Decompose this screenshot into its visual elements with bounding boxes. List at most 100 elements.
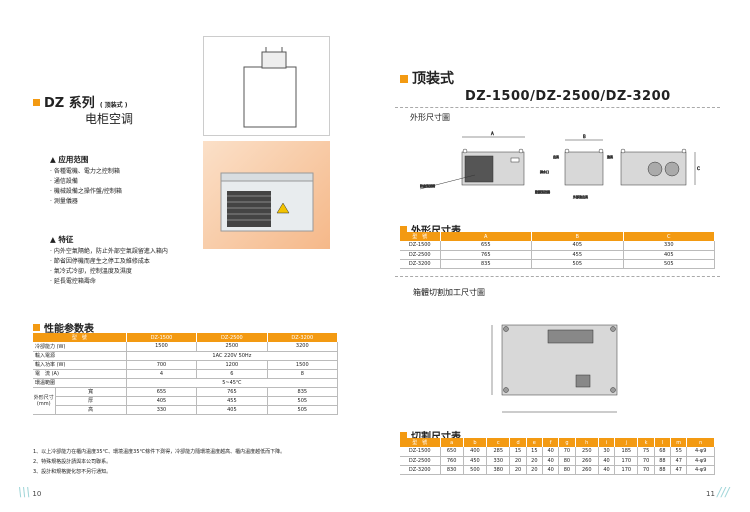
table-cell: DZ-3200 [400,465,441,475]
table-cell: 760 [440,456,464,466]
table-cell: 450 [463,456,488,466]
table-cell: 4-φ9 [686,447,715,457]
column-header: d [509,438,527,447]
table-cell: 70 [558,447,576,457]
svg-text:進風: 進風 [607,154,613,159]
column-header: i [598,438,616,447]
table-cell: 20 [509,456,527,466]
column-header: c [486,438,511,447]
note: 2、特殊規格設計請與本公司聯系。 [33,459,112,465]
list-item: · 機械設備之操作盤/控制箱 [50,188,122,195]
table-cell: 20 [509,465,527,475]
product-photo [203,141,330,249]
svg-text:出風: 出風 [553,154,559,159]
column-header: h [575,438,599,447]
note: 1、以上冷卻能力在櫃内溫度35℃、環境溫度35℃條件下測得，冷卻能力隨環境溫度越… [33,449,286,455]
label-A: A [491,131,494,136]
svg-text:排水口: 排水口 [540,169,549,174]
table-cell: 15 [509,447,527,457]
series-subtitle: ( 顶装式 ) [99,102,128,109]
page-deco-icon: \\\ [18,485,31,499]
table-cell: 400 [463,447,488,457]
table-cell: 650 [440,447,464,457]
table-cell: 40 [542,447,560,457]
table-cell: DZ-1500 [400,447,441,457]
svg-text:防塵過濾網: 防塵過濾網 [420,183,435,188]
list-item: · 各種電機、電力之控制箱 [50,168,120,175]
table-cell: 70 [637,456,655,466]
column-header: 型 號 [400,438,441,447]
table-cell: 88 [654,456,672,466]
list-item: · 延長電控箱壽命 [50,278,96,285]
table-cell: 15 [526,447,543,457]
table-cell: 170 [614,465,639,475]
column-header: m [670,438,688,447]
page-number-right: 11 /// [706,485,730,499]
page-number-left: \\\ 10 [18,485,42,499]
column-header: e [526,438,543,447]
table-cell: 88 [654,465,672,475]
list-item: · 内外空氣隔絶，防止外部空氣誤留進入箱内 [50,248,168,255]
column-header: n [686,438,715,447]
table-cell: 68 [654,447,672,457]
table-cell: 20 [526,456,543,466]
cut-table-header: 切割尺寸表 [400,425,461,444]
table-cell: 185 [614,447,639,457]
model-list: DZ-1500/DZ-2500/DZ-3200 [465,89,671,104]
cut-caption: 箱體切割加工尺寸圖 [413,288,485,297]
table-cell: 380 [486,465,511,475]
table-cell: 80 [558,456,576,466]
table-cell: 285 [486,447,511,457]
svg-text:C: C [697,166,700,171]
table-cell: 830 [440,465,464,475]
svg-text:外部進出風: 外部進出風 [573,194,588,199]
table-cell: 4-φ9 [686,465,715,475]
perf-table-header: 性能参数表 [33,317,94,336]
table-cell: 47 [670,465,688,475]
list-item: · 測量儀器 [50,198,78,205]
table-cell: 330 [486,456,511,466]
table-cell: DZ-2500 [400,456,441,466]
column-header: k [637,438,655,447]
table-cell: 20 [526,465,543,475]
page-deco-icon: /// [717,485,730,499]
table-cell: 80 [558,465,576,475]
column-header: a [440,438,464,447]
column-header: f [542,438,560,447]
list-item: · 節省因停機而産生之停工及維修成本 [50,258,150,265]
svg-text:數顯溫控器: 數顯溫控器 [535,189,550,194]
series-title: DZ 系列 [44,96,95,111]
table-cell: 4-φ9 [686,456,715,466]
column-header: l [654,438,672,447]
application-section: ▲ 应用范围 · 各種電機、電力之控制箱 · 通信設備 · 機械設備之操作盤/控… [50,155,122,207]
right-title: 顶装式 [400,68,454,88]
outline-caption: 外形尺寸圖 [410,113,450,122]
outline-diagram: A 防塵過濾網 排水口數顯溫控器 B 出風進風外部進出風 C [420,131,701,200]
table-cell: 75 [637,447,655,457]
column-header: g [558,438,576,447]
table-cell: 260 [575,456,599,466]
table-cell: 47 [670,456,688,466]
series-header: DZ 系列 ( 顶装式 ) [33,92,128,111]
list-item: · 氣冷式冷卻，控制溫度及濕度 [50,268,132,275]
table-cell: 500 [463,465,488,475]
features-title: ▲ 特征 [50,235,74,244]
note: 3、設計和規格變化恕不另行通知。 [33,469,112,475]
table-cell: 55 [670,447,688,457]
application-title: ▲ 应用范围 [50,155,89,164]
outline-table-header: 外形尺寸表 [400,219,461,238]
